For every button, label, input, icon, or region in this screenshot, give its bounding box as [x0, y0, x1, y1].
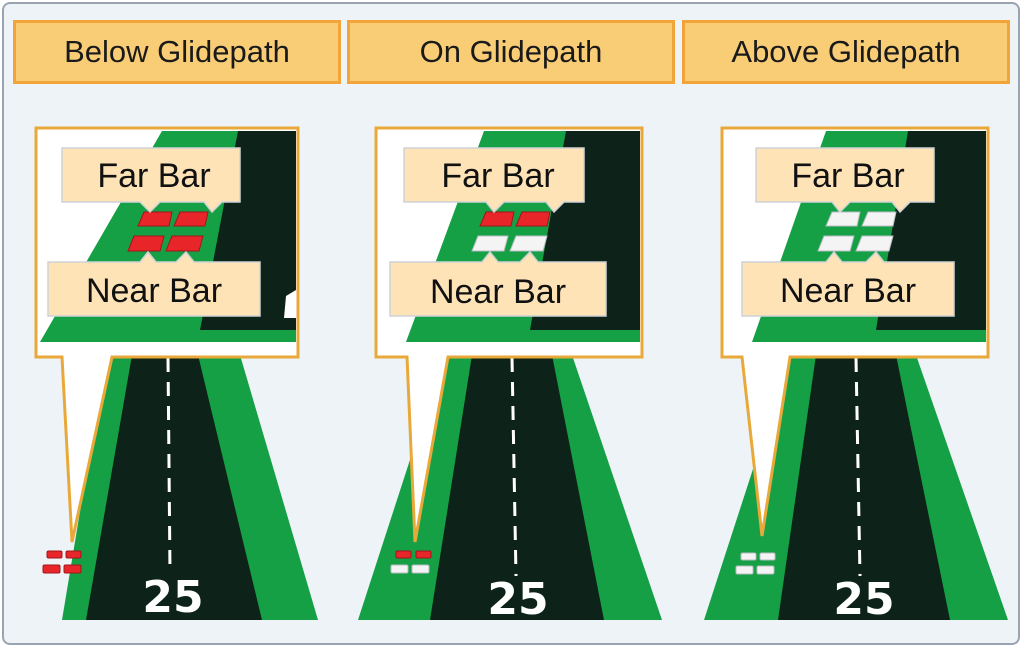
vasi-near-bar-lights: [390, 564, 430, 574]
vasi-near-bar-lights-zoom: [817, 235, 894, 252]
vasi-near-bar-lights-zoom: [471, 235, 548, 252]
vasi-light: [509, 235, 548, 252]
vasi-far-bar-lights-zoom: [479, 211, 551, 227]
runway-centerline: [854, 357, 862, 577]
panel-above: 25: [704, 126, 1008, 625]
vasi-light: [479, 211, 515, 227]
vasi-light: [759, 552, 776, 561]
runway: [430, 355, 604, 620]
panel-below: 25: [34, 126, 318, 623]
runway-number: 25: [833, 574, 894, 625]
vasi-light: [855, 235, 894, 252]
near-bar-label-on: Near Bar: [389, 250, 607, 317]
vasi-near-bar-lights: [42, 550, 82, 574]
vasi-light: [515, 211, 551, 227]
vasi-light: [415, 550, 432, 559]
vasi-light: [740, 552, 757, 561]
header-on-glidepath: On Glidepath: [347, 20, 675, 84]
header-below-glidepath: Below Glidepath: [13, 20, 341, 84]
near-bar-callout-box: [389, 250, 607, 317]
vasi-light: [756, 565, 775, 575]
vasi-light: [735, 565, 754, 575]
near-bar-callout-box: [47, 250, 261, 317]
vasi-near-bar-lights-zoom: [127, 235, 204, 252]
vasi-far-bar-lights-zoom: [825, 211, 897, 227]
runway-centerline: [166, 357, 172, 573]
runway: [778, 355, 950, 620]
vasi-light: [411, 564, 430, 574]
far-bar-label-above: Far Bar: [755, 147, 935, 214]
panel-on: 25: [358, 126, 662, 625]
header-on-title: On Glidepath: [419, 34, 603, 69]
far-bar-text: Far Bar: [441, 157, 554, 195]
vasi-light: [861, 211, 897, 227]
vasi-light: [471, 235, 509, 252]
header-below-title: Below Glidepath: [64, 34, 290, 69]
far-bar-callout-box: [755, 147, 935, 214]
near-bar-label-below: Near Bar: [47, 250, 261, 317]
far-bar-text: Far Bar: [791, 157, 904, 195]
far-bar-label-below: Far Bar: [61, 147, 241, 214]
runway-number: 25: [487, 574, 548, 625]
runway-number-fragment: [284, 290, 296, 318]
vasi-light: [395, 550, 412, 559]
vasi-light: [165, 235, 204, 252]
header-above-title: Above Glidepath: [731, 34, 961, 69]
vasi-far-bar-lights-zoom: [137, 211, 209, 227]
vasi-light: [63, 564, 82, 574]
far-bar-text: Far Bar: [97, 157, 210, 195]
vasi-light: [65, 550, 82, 559]
near-bar-text: Near Bar: [86, 272, 222, 310]
near-bar-callout-box: [741, 250, 955, 317]
runway-view-below: 25: [42, 355, 318, 623]
vasi-bar-lights: [735, 552, 776, 575]
runway-view-on: 25: [358, 355, 662, 625]
runway-centerline: [510, 357, 518, 577]
near-bar-text: Near Bar: [430, 273, 566, 311]
near-bar-text: Near Bar: [780, 272, 916, 310]
vasi-light: [173, 211, 209, 227]
vasi-light: [127, 235, 165, 252]
vasi-light: [137, 211, 173, 227]
far-bar-label-on: Far Bar: [403, 147, 585, 214]
vasi-far-bar-lights: [395, 550, 432, 559]
vasi-light: [817, 235, 855, 252]
runway: [86, 355, 262, 620]
vasi-light: [390, 564, 409, 574]
runway-number: 25: [142, 572, 203, 623]
vasi-light: [825, 211, 861, 227]
header-above-glidepath: Above Glidepath: [682, 20, 1010, 84]
vasi-light: [42, 564, 61, 574]
near-bar-label-above: Near Bar: [741, 250, 955, 317]
far-bar-callout-box: [61, 147, 241, 214]
far-bar-callout-box: [403, 147, 585, 214]
vasi-light: [46, 550, 63, 559]
